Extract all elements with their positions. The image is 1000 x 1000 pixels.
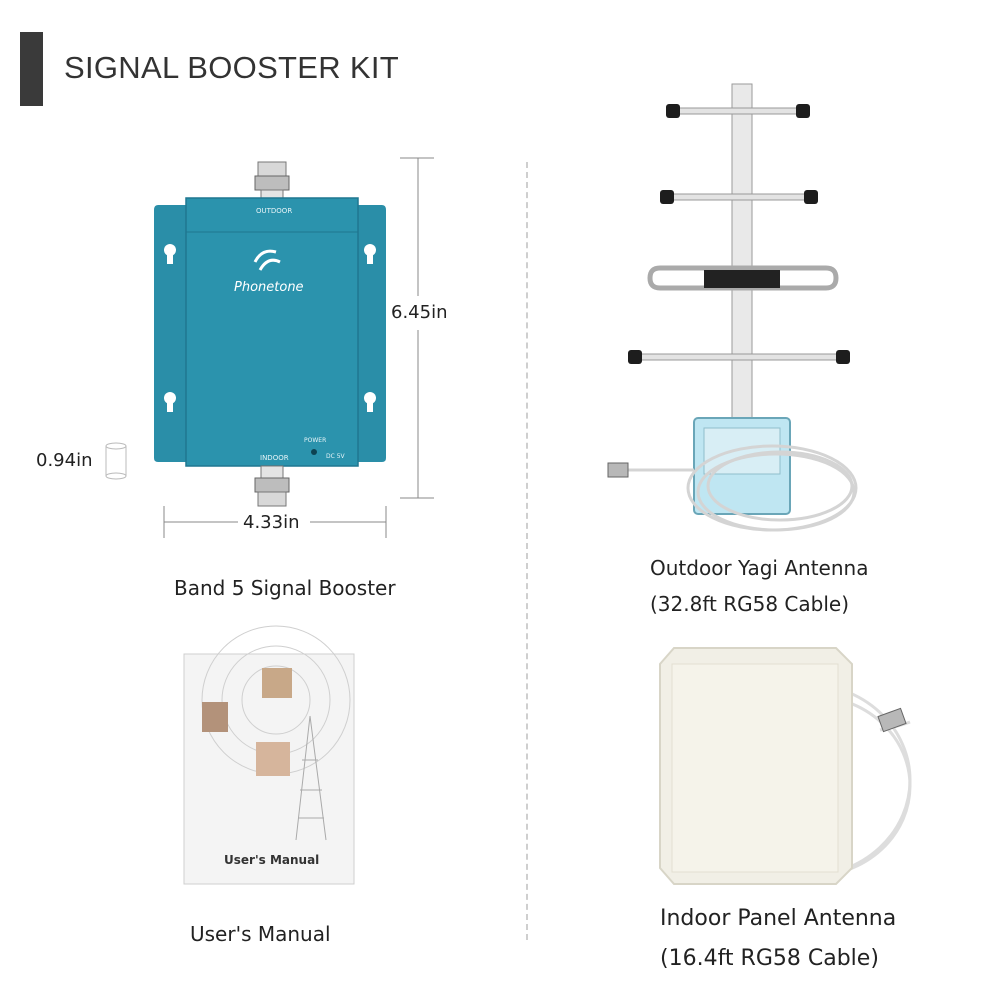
width-dimension-label: 4.33in xyxy=(243,512,300,533)
keyhole-slots xyxy=(164,244,376,412)
panel-caption-line2: (16.4ft RG58 Cable) xyxy=(660,946,879,971)
manual-caption: User's Manual xyxy=(190,922,331,946)
yagi-caption-line2: (32.8ft RG58 Cable) xyxy=(650,592,850,616)
page-title: SIGNAL BOOSTER KIT xyxy=(64,50,399,85)
manual-photo-1 xyxy=(262,668,292,698)
yagi-caption-line1: Outdoor Yagi Antenna xyxy=(650,556,869,580)
manual-photo-2 xyxy=(202,702,228,732)
outdoor-port-label: OUTDOOR xyxy=(256,207,292,215)
cell-tower-icon xyxy=(295,715,327,841)
antenna-elements xyxy=(628,104,850,364)
panel-n-connector xyxy=(877,707,907,733)
height-dimension-line xyxy=(400,157,434,499)
depth-dimension-label: 0.94in xyxy=(36,450,93,471)
panel-caption-line1: Indoor Panel Antenna xyxy=(660,906,897,931)
column-divider xyxy=(526,162,528,940)
width-dimension-line xyxy=(163,506,387,538)
depth-cylinder-icon xyxy=(105,442,127,480)
coiled-cable xyxy=(624,444,858,532)
manual-photo-3 xyxy=(256,742,290,776)
yagi-n-connector xyxy=(607,462,629,478)
dipole-clamp xyxy=(704,270,780,288)
indoor-connector xyxy=(254,465,290,507)
phonetone-logo-icon xyxy=(253,249,281,271)
indoor-port-label: INDOOR xyxy=(260,454,289,462)
power-label: POWER xyxy=(304,437,326,444)
height-dimension-label: 6.45in xyxy=(391,302,448,323)
booster-caption: Band 5 Signal Booster xyxy=(174,576,396,600)
booster-body xyxy=(185,197,359,467)
power-led-icon xyxy=(311,449,317,455)
booster-brand-label: Phonetone xyxy=(234,280,304,295)
header-accent-bar xyxy=(20,32,43,106)
dc-label: DC 5V xyxy=(326,453,346,460)
manual-cover-title: User's Manual xyxy=(224,853,319,867)
signal-waves-icon xyxy=(201,625,351,775)
folded-dipole xyxy=(647,265,839,291)
